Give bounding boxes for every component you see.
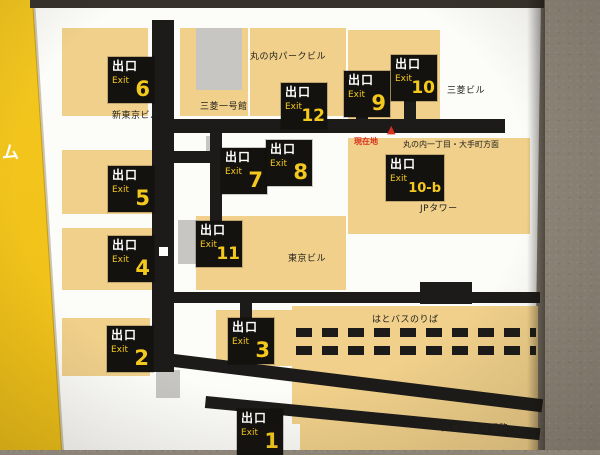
place-label-marunouchi-park: 丸の内パークビル — [250, 52, 327, 62]
exit-badge-4: 出口 Exit 4 — [108, 236, 154, 282]
gray-block-exit11 — [178, 220, 198, 264]
exit-number: 10 — [411, 78, 435, 98]
exit-badge-5: 出口 Exit 5 — [108, 166, 154, 212]
place-label-hato-bus: はとバスのりば — [372, 315, 439, 325]
exit-title: 出口 — [112, 238, 139, 252]
exit-subtitle: Exit — [111, 345, 129, 355]
exit-title: 出口 — [112, 168, 139, 182]
exit-number: 8 — [293, 160, 308, 184]
exit-subtitle: Exit — [241, 428, 259, 438]
current-location-label: 現在地 — [354, 137, 378, 146]
exit-title: 出口 — [348, 73, 375, 87]
exit-number: 3 — [255, 338, 270, 362]
exit-badge-3: 出口 Exit 3 — [228, 318, 274, 364]
exit-number: 10-b — [408, 181, 441, 196]
place-label-mitsubishi-building: 三菱ビル — [447, 86, 486, 96]
exit-number: 4 — [135, 256, 150, 280]
place-label-jp-tower: JPタワー — [420, 204, 458, 214]
exit-number: 6 — [135, 77, 150, 101]
corridor-main-vertical — [152, 20, 174, 372]
exit-number: 12 — [301, 106, 325, 126]
current-location-icon: ▲ — [387, 123, 396, 136]
exit-title: 出口 — [111, 328, 138, 342]
exit-title: 出口 — [232, 320, 259, 334]
dashed-row-1 — [296, 328, 536, 337]
exit-title: 出口 — [395, 57, 422, 71]
exit-number: 9 — [371, 91, 386, 115]
exit-number: 7 — [248, 168, 263, 192]
exit-badge-10b: 出口 Exit 10-b — [386, 155, 444, 201]
direction-label: 丸の内一丁目・大手町方面 — [403, 140, 499, 149]
corridor-top-horizontal — [160, 119, 505, 133]
place-label-tokyo-building: 東京ビル — [288, 254, 327, 264]
exit-subtitle: Exit — [270, 159, 288, 169]
exit-title: 出口 — [200, 223, 227, 237]
exit-number: 5 — [135, 186, 150, 210]
side-strip-character: ム — [2, 143, 19, 163]
exit-badge-2: 出口 Exit 2 — [107, 326, 153, 372]
exit-title: 出口 — [112, 59, 139, 73]
exit-title: 出口 — [225, 150, 252, 164]
exit-badge-10: 出口 Exit 10 — [391, 55, 437, 101]
exit-title: 出口 — [285, 85, 312, 99]
corridor-exit11-vertical — [210, 133, 222, 227]
panel-right-shadow — [527, 0, 545, 450]
exit-badge-12: 出口 Exit 12 — [281, 83, 327, 129]
exit-subtitle: Exit — [225, 167, 243, 177]
exit-subtitle: Exit — [200, 240, 218, 250]
corridor-lower-horizontal — [152, 292, 540, 303]
exit-badge-8: 出口 Exit 8 — [266, 140, 312, 186]
exit-subtitle: Exit — [112, 76, 130, 86]
exit-subtitle: Exit — [395, 74, 413, 84]
exit-subtitle: Exit — [232, 337, 250, 347]
exit-badge-9: 出口 Exit 9 — [344, 71, 390, 117]
exit-title: 出口 — [270, 142, 297, 156]
exit-number: 1 — [264, 429, 279, 453]
gray-block-top — [196, 28, 242, 90]
exit-subtitle: Exit — [390, 174, 408, 184]
exit-subtitle: Exit — [285, 102, 303, 112]
exit-badge-7: 出口 Exit 7 — [221, 148, 267, 194]
exit-subtitle: Exit — [348, 90, 366, 100]
elevator-square-1 — [158, 246, 169, 257]
panel-top-shadow — [30, 0, 544, 8]
exit-subtitle: Exit — [112, 185, 130, 195]
exit-title: 出口 — [390, 157, 417, 171]
place-label-yaesu-passage: 八重洲連絡通路 — [442, 424, 509, 434]
exit-title: 出口 — [241, 411, 268, 425]
place-label-mitsubishi-ichigokan: 三菱一号館 — [200, 102, 248, 112]
exit-badge-11: 出口 Exit 11 — [196, 221, 242, 267]
exit-number: 2 — [134, 346, 149, 370]
place-label-shin-tokyo-building: 新東京ビル — [112, 111, 160, 121]
exit-number: 11 — [216, 244, 240, 264]
dashed-row-2 — [296, 346, 536, 355]
gray-block-bottom — [156, 370, 180, 398]
exit-badge-6: 出口 Exit 6 — [108, 57, 154, 103]
corridor-stub-exit3 — [240, 300, 252, 320]
black-block-right — [420, 282, 472, 304]
exit-badge-1: 出口 Exit 1 — [237, 409, 283, 455]
exit-subtitle: Exit — [112, 255, 130, 265]
